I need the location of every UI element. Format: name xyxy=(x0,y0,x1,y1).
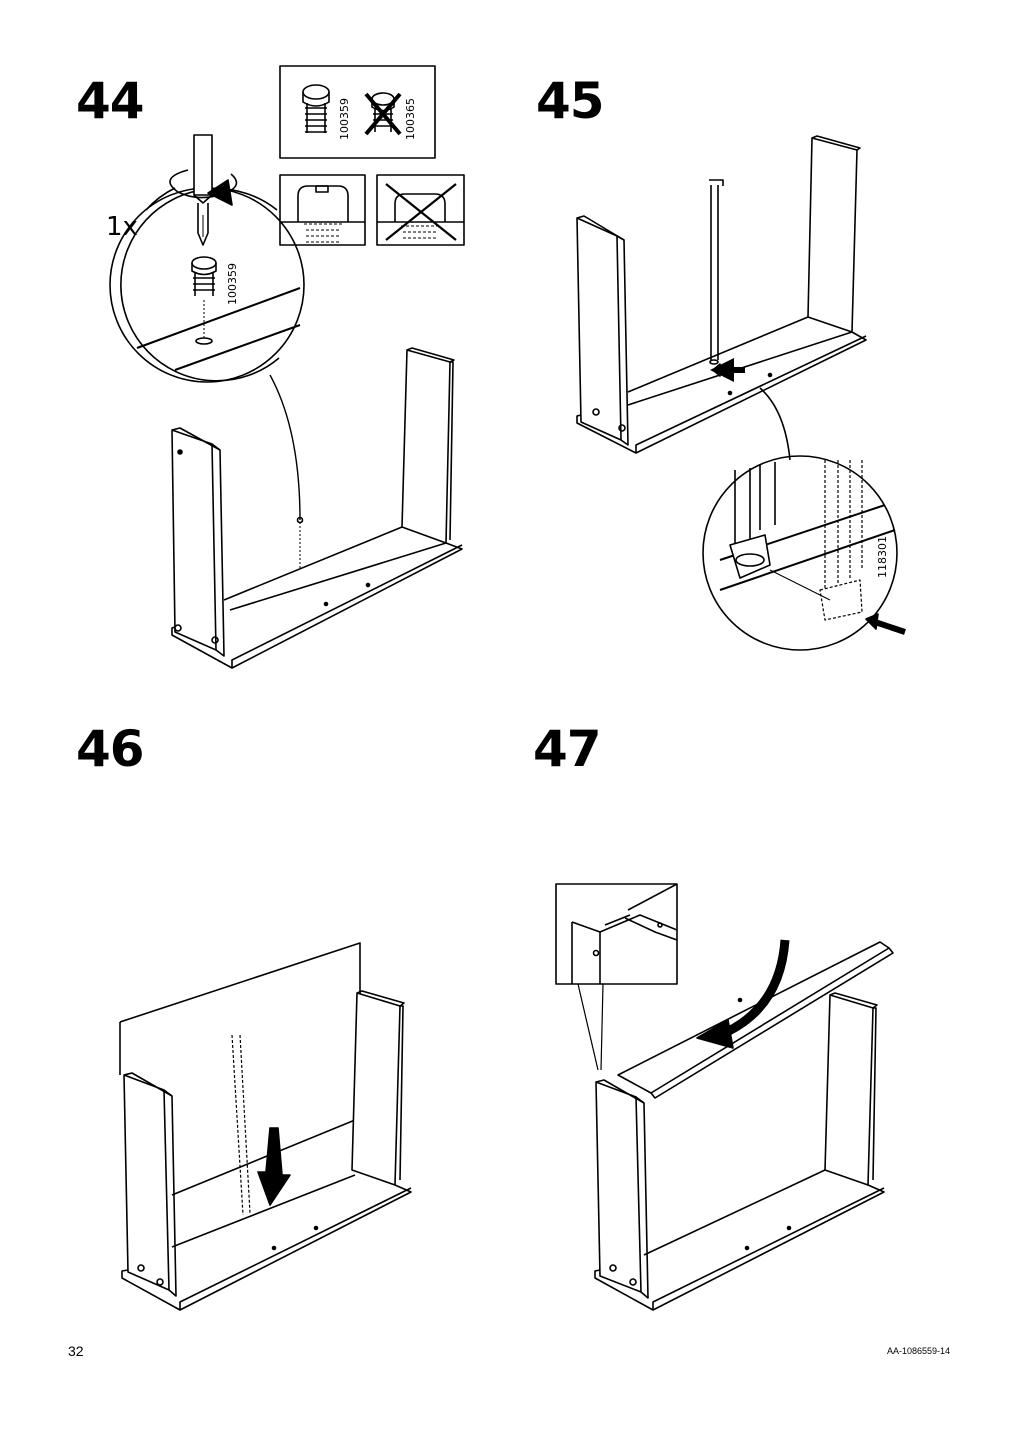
screw-part-label-detail: 100359 xyxy=(226,263,239,305)
step-number-47: 47 xyxy=(533,720,602,778)
document-id: AA-1086559-14 xyxy=(886,1346,950,1356)
support-rod xyxy=(710,185,719,360)
detail-circle xyxy=(120,188,280,382)
screwdriver-icon xyxy=(193,134,213,246)
back-panel xyxy=(119,942,361,1023)
wrong-screw-icon xyxy=(364,92,402,136)
step-45-illustration xyxy=(576,135,906,651)
step-44-illustration xyxy=(109,65,465,669)
screw-type-box xyxy=(279,65,436,159)
page-number: 32 xyxy=(68,1343,84,1359)
inset-detail-box xyxy=(555,883,678,985)
rotation-arrow xyxy=(169,169,238,199)
wrong-depth-box xyxy=(376,174,465,246)
zoom-circle-45 xyxy=(702,455,898,651)
cabinet-frame-44 xyxy=(171,347,463,669)
quantity-label: 1x xyxy=(106,212,138,242)
zoom-circle xyxy=(109,187,305,383)
step-number-44: 44 xyxy=(76,72,145,130)
step-46-illustration xyxy=(119,942,412,1311)
screw-part-label: 100359 xyxy=(338,98,351,140)
part-label-45: 118301 xyxy=(876,536,889,578)
wrong-screw-part-label: 100365 xyxy=(404,98,417,140)
screw-icon-detail xyxy=(191,256,217,296)
step-47-illustration xyxy=(555,883,894,1311)
step-number-46: 46 xyxy=(76,720,145,778)
step-number-45: 45 xyxy=(536,72,605,130)
correct-depth-box xyxy=(279,174,366,246)
screw-icon xyxy=(302,84,330,133)
